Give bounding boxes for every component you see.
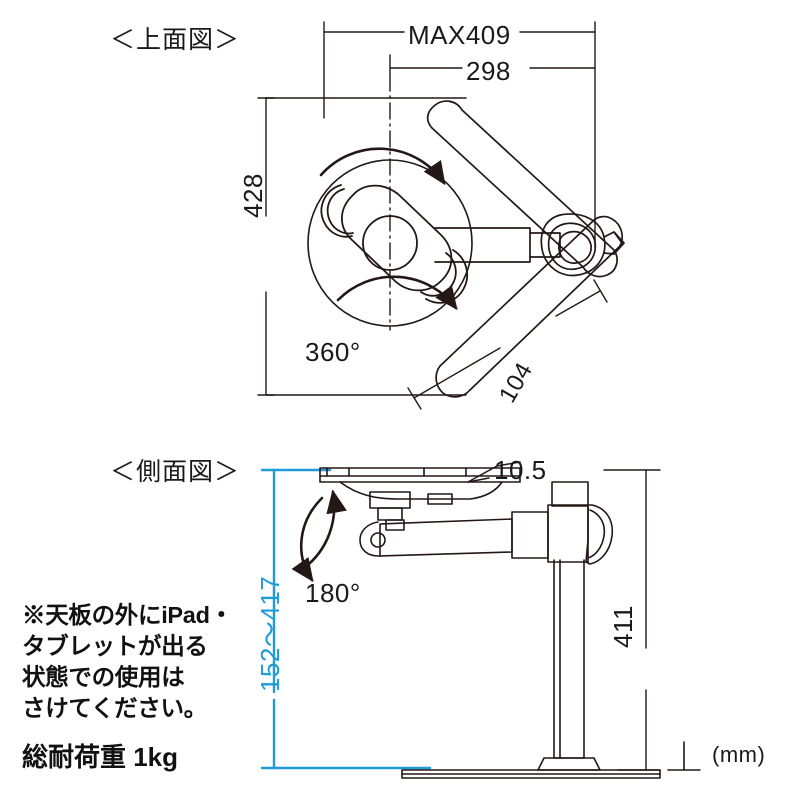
tilt-arrow-180 — [291, 489, 347, 583]
side-view-label: ＜側面図＞ — [110, 458, 241, 486]
load-capacity-label: 総耐荷重 1kg — [22, 742, 179, 772]
tablet-plate-side — [319, 467, 521, 483]
clamp-head-top — [540, 213, 625, 277]
unit-label: (mm) — [712, 742, 766, 767]
rotation-base-circle — [307, 159, 473, 327]
dimension-tilt-180: 180° — [305, 578, 361, 608]
dimension-clamp-thickness: 10.5 — [494, 455, 547, 485]
dimension-arm-span: 298 — [466, 56, 511, 86]
warning-note-line-1: ※天板の外にiPad・ — [22, 602, 233, 628]
top-view-label: ＜上面図＞ — [110, 26, 241, 54]
dimension-104-line — [407, 279, 608, 410]
pole-base-and-desk — [401, 741, 701, 779]
warning-note-line-4: さけてください。 — [22, 695, 207, 722]
support-legs-top — [426, 100, 623, 398]
dimension-pole-height: 411 — [608, 605, 638, 648]
dimension-rotation-360: 360° — [305, 337, 361, 367]
top-view-group — [257, 21, 625, 410]
pivot-circle — [362, 215, 418, 271]
side-view-group — [260, 461, 701, 779]
dimension-max-reach: MAX409 — [408, 20, 511, 50]
holder-bracket-side — [339, 481, 503, 531]
vertical-pole — [553, 559, 585, 759]
tablet-holder-top — [320, 184, 468, 304]
top-view-dimension-lines — [257, 21, 596, 396]
rotation-arrow-360 — [319, 147, 458, 311]
warning-note-line-2: タブレットが出る — [22, 633, 208, 660]
warning-note: ※天板の外にiPad・ タブレットが出る 状態での使用は さけてください。 — [22, 600, 262, 724]
warning-note-line-3: 状態での使用は — [22, 664, 185, 691]
pole-top-and-lock — [551, 481, 614, 565]
dimension-depth: 428 — [238, 173, 268, 218]
height-dimension-blue — [260, 468, 432, 770]
arm-side-view — [359, 504, 589, 563]
